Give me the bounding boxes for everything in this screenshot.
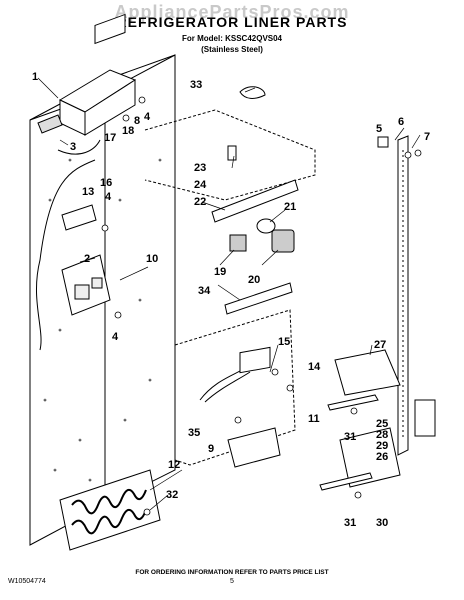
callout-8: 8 — [134, 115, 140, 127]
callout-3: 3 — [70, 141, 76, 153]
callout-30: 30 — [376, 517, 388, 529]
callout-1: 1 — [32, 71, 38, 83]
callout-21: 21 — [284, 201, 296, 213]
callout-5: 5 — [376, 123, 382, 135]
light-socket-13 — [61, 204, 97, 231]
callout-34: 34 — [198, 285, 211, 297]
wiring-35 — [199, 367, 251, 403]
model-line: For Model: KSSC42QVS04 — [181, 34, 283, 43]
callout-27: 27 — [374, 339, 386, 351]
callout-31-b: 31 — [344, 517, 356, 529]
callout-28: 28 — [376, 429, 388, 441]
callout-24: 24 — [194, 179, 207, 191]
document-number: W10504774 — [8, 578, 46, 585]
callout-6: 6 — [398, 116, 404, 128]
housing-2 — [61, 254, 111, 316]
callout-29: 29 — [376, 440, 388, 452]
model-info: For Model: KSSC42QVS04 (Stainless Steel) — [0, 33, 464, 55]
bulb-shield-33 — [239, 86, 266, 99]
module-17 — [37, 114, 63, 134]
callout-26: 26 — [376, 451, 388, 463]
bracket-25 — [414, 399, 436, 437]
bracket-11b — [239, 346, 271, 374]
light-bar-22 — [211, 179, 299, 223]
cover-11 — [227, 427, 281, 468]
callout-35: 35 — [188, 427, 200, 439]
watermark: AppliancePartsPros.com — [114, 2, 350, 22]
shelf-support-upper — [334, 349, 401, 396]
shelf-rail-upper — [327, 394, 379, 411]
harness-16 — [36, 159, 96, 351]
callout-11: 11 — [308, 413, 320, 425]
callout-17: 17 — [104, 132, 116, 144]
callout-9: 9 — [208, 443, 214, 455]
page-title: REFRIGERATOR LINER PARTS — [116, 14, 348, 30]
callout-16: 16 — [100, 177, 112, 189]
callout-22: 22 — [194, 196, 206, 208]
cap-5 — [377, 136, 389, 148]
housing-20 — [271, 229, 295, 253]
callout-20: 20 — [248, 274, 260, 286]
callout-32: 32 — [166, 489, 178, 501]
page-number: 5 — [230, 578, 234, 585]
upper-inset-outline — [144, 109, 316, 201]
callout-33: 33 — [190, 79, 202, 91]
strip-34 — [224, 282, 293, 315]
shelf-support-lower — [339, 427, 401, 488]
shelf-rail-lower — [319, 472, 373, 491]
callout-15: 15 — [278, 336, 290, 348]
callout-7: 7 — [424, 131, 430, 143]
callout-4-a: 4 — [144, 111, 151, 123]
liner-side — [104, 54, 176, 506]
control-housing — [58, 13, 137, 136]
finish-line: (Stainless Steel) — [201, 45, 263, 54]
callout-25: 25 — [376, 418, 388, 430]
callout-19: 19 — [214, 266, 226, 278]
bulb-21 — [256, 218, 276, 234]
callout-18: 18 — [122, 125, 134, 137]
ordering-info: FOR ORDERING INFORMATION REFER TO PARTS … — [135, 569, 329, 576]
callout-4-c: 4 — [112, 331, 119, 343]
socket-19 — [229, 234, 247, 252]
clip-23 — [227, 145, 237, 161]
liner-front — [29, 79, 106, 546]
coil-12 — [59, 469, 161, 551]
callout-10: 10 — [146, 253, 158, 265]
callout-4-b: 4 — [105, 191, 112, 203]
callout-13: 13 — [82, 186, 94, 198]
callout-23: 23 — [194, 162, 206, 174]
callout-31-a: 31 — [344, 431, 356, 443]
callout-12: 12 — [168, 459, 180, 471]
wire-3 — [57, 139, 101, 155]
callout-labels: 1 2 3 4 4 4 5 6 7 8 9 10 11 12 13 14 15 … — [32, 71, 430, 529]
callout-2: 2 — [84, 253, 90, 265]
callout-14: 14 — [308, 361, 321, 373]
